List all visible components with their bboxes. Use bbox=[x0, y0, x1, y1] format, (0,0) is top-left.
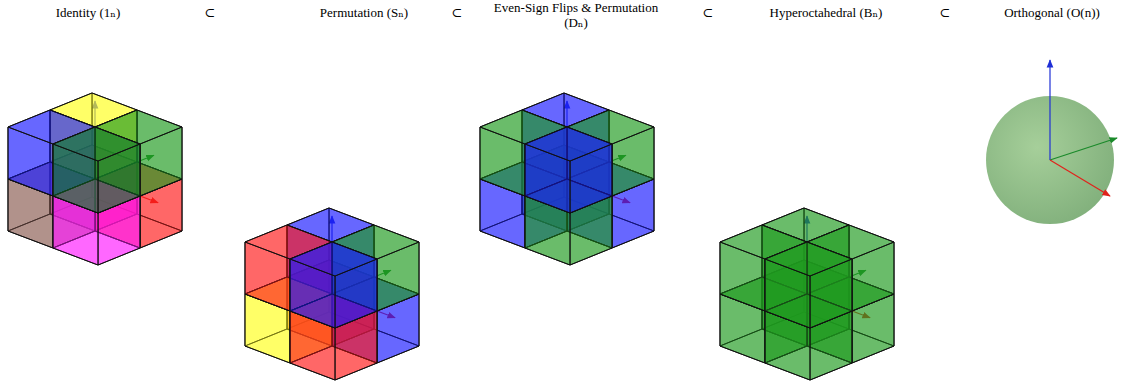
group-title: Hyperoctahedral (Bₙ) bbox=[770, 5, 883, 20]
group-title: Even-Sign Flips & Permutation (Dₙ) bbox=[491, 0, 661, 30]
group-title: Orthogonal (O(n)) bbox=[1004, 5, 1100, 20]
orthogonal-sphere bbox=[986, 60, 1117, 224]
group-title: Permutation (Sₙ) bbox=[320, 5, 408, 20]
subset-symbol: ⊂ bbox=[452, 5, 463, 20]
subset-symbol: ⊂ bbox=[703, 5, 714, 20]
subset-symbol: ⊂ bbox=[940, 5, 951, 20]
subset-symbol: ⊂ bbox=[205, 5, 216, 20]
even-sign-cube bbox=[480, 93, 654, 265]
permutation-cube bbox=[245, 208, 419, 380]
hyperoctahedral-cube bbox=[720, 208, 894, 380]
group-title: Identity (1ₙ) bbox=[56, 5, 120, 20]
identity-cube bbox=[8, 93, 182, 265]
